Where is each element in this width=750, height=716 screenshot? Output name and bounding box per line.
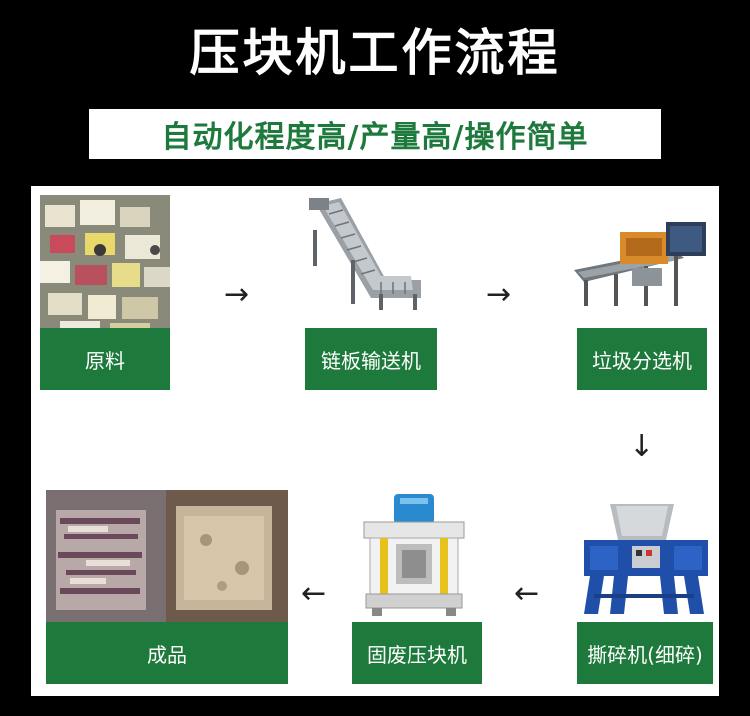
flow-panel: 原料 → 链板输送机 → [31, 186, 719, 696]
compressed-blocks-image [46, 490, 288, 622]
mixed-waste-pile-image [40, 195, 170, 335]
step-label-finished-product: 成品 [46, 622, 288, 684]
chain-plate-conveyor-image [301, 190, 439, 320]
subtitle-text: 自动化程度高/产量高/操作简单 [161, 120, 589, 155]
shredder-machine-image [574, 496, 714, 618]
arrow-down-icon: ↓ [629, 429, 655, 464]
step-label-raw-material: 原料 [40, 328, 170, 390]
step-label-sorting-machine: 垃圾分选机 [577, 328, 707, 390]
arrow-left-icon: ← [301, 576, 327, 611]
step-label-block-press: 固废压块机 [352, 622, 482, 684]
page-title: 压块机工作流程 [189, 24, 561, 82]
step-label-shredder: 撕碎机(细碎) [577, 622, 713, 684]
block-press-machine-image [356, 492, 472, 616]
arrow-left-icon: ← [514, 576, 540, 611]
step-label-chain-conveyor: 链板输送机 [305, 328, 437, 390]
subtitle-banner: 自动化程度高/产量高/操作简单 [89, 109, 661, 159]
arrow-right-icon: → [224, 277, 250, 312]
arrow-right-icon: → [486, 277, 512, 312]
waste-sorting-machine-image [574, 210, 712, 320]
